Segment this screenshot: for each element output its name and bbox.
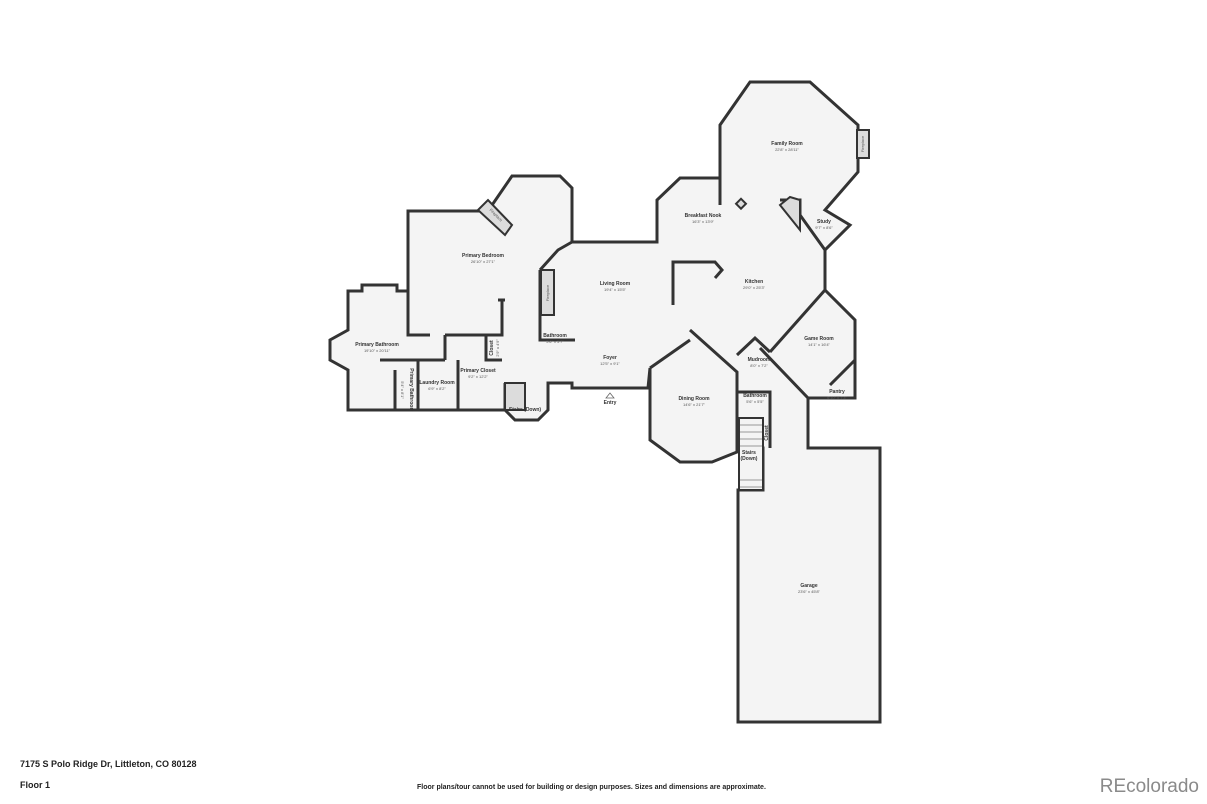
room-label: Stairs bbox=[742, 450, 756, 456]
room-dims: 5'6" x 5'5" bbox=[746, 399, 764, 404]
fireplace-family bbox=[856, 129, 870, 159]
room-dims: 9'2" x 12'2" bbox=[468, 374, 488, 379]
room-dims: 22'8" x 28'11" bbox=[775, 147, 799, 152]
room-label: (Down) bbox=[741, 456, 758, 462]
room-dims: 23'6" x 45'8" bbox=[798, 589, 821, 594]
room-label: Bathroom bbox=[743, 393, 767, 399]
room-dims: 6'10" x 7'3" bbox=[827, 395, 847, 400]
room-label: Bathroom bbox=[543, 333, 567, 339]
room-label: Laundry Room bbox=[419, 380, 455, 386]
room-dims: 14'6" x 21'7" bbox=[683, 402, 706, 407]
kitchen-post bbox=[734, 197, 748, 211]
room-dims: 26'10" x 27'1" bbox=[471, 259, 496, 264]
disclaimer: Floor plans/tour cannot be used for buil… bbox=[417, 784, 766, 791]
room-dims: 12'5" x 9'1" bbox=[600, 361, 620, 366]
fixture-label: Fireplace bbox=[545, 284, 550, 301]
property-address: 7175 S Polo Ridge Dr, Littleton, CO 8012… bbox=[20, 759, 197, 769]
room-dims: 16'3" x 13'9" bbox=[692, 219, 715, 224]
room-dims: 5'6" x 5'7" bbox=[546, 339, 564, 344]
room-label: Closet bbox=[489, 340, 495, 356]
room-label: Closet bbox=[764, 425, 770, 441]
room-label: Garage bbox=[800, 583, 817, 589]
recolorado-logo: REcolorado bbox=[1099, 776, 1199, 797]
room-label: Pantry bbox=[829, 389, 845, 395]
room-label: Entry bbox=[604, 400, 617, 406]
room-label: Game Room bbox=[804, 336, 834, 342]
room-dims: 2'9" x 4'9" bbox=[495, 339, 500, 357]
room-dims: 19'10" x 20'11" bbox=[364, 348, 391, 353]
room-dims: 6'9" x 8'2" bbox=[428, 386, 446, 391]
room-label: Primary Bathroom bbox=[355, 342, 399, 348]
room-dims: 14'1" x 16'4" bbox=[808, 342, 831, 347]
room-label: Primary Bathroom bbox=[408, 368, 414, 412]
room-dims: 19'4" x 15'5" bbox=[604, 287, 627, 292]
floor-label: Floor 1 bbox=[20, 780, 51, 790]
room-label: Study bbox=[817, 219, 831, 225]
room-label: Family Room bbox=[771, 141, 803, 147]
entry-arrow-icon bbox=[605, 392, 615, 399]
fixture-label: Fireplace bbox=[860, 135, 865, 152]
fireplace-living bbox=[540, 269, 555, 316]
room-label: Living Room bbox=[600, 281, 631, 287]
room-label: Dining Room bbox=[678, 396, 710, 402]
room-labels: Family Room 22'8" x 28'11" Breakfast Noo… bbox=[355, 135, 865, 594]
room-label: Foyer bbox=[603, 355, 617, 361]
floor-outline bbox=[328, 80, 882, 724]
room-dims: 29'0" x 25'3" bbox=[743, 285, 766, 290]
room-label: Primary Bedroom bbox=[462, 253, 505, 259]
room-dims: 9'7" x 8'6" bbox=[815, 225, 833, 230]
room-label: Primary Closet bbox=[460, 368, 496, 374]
kitchen-island-block bbox=[778, 195, 801, 233]
room-label: Mudroom bbox=[748, 357, 771, 363]
fireplace-bedroom bbox=[476, 198, 514, 237]
room-label: Breakfast Nook bbox=[685, 213, 722, 219]
stairs-down-2 bbox=[738, 417, 764, 491]
room-label: Kitchen bbox=[745, 279, 763, 285]
room-dims: 5'4" x 8'1" bbox=[400, 381, 405, 399]
room-dims: 8'0" x 7'2" bbox=[750, 363, 768, 368]
stairs-down-1 bbox=[504, 382, 526, 411]
room-label: Stairs (Down) bbox=[509, 407, 542, 413]
